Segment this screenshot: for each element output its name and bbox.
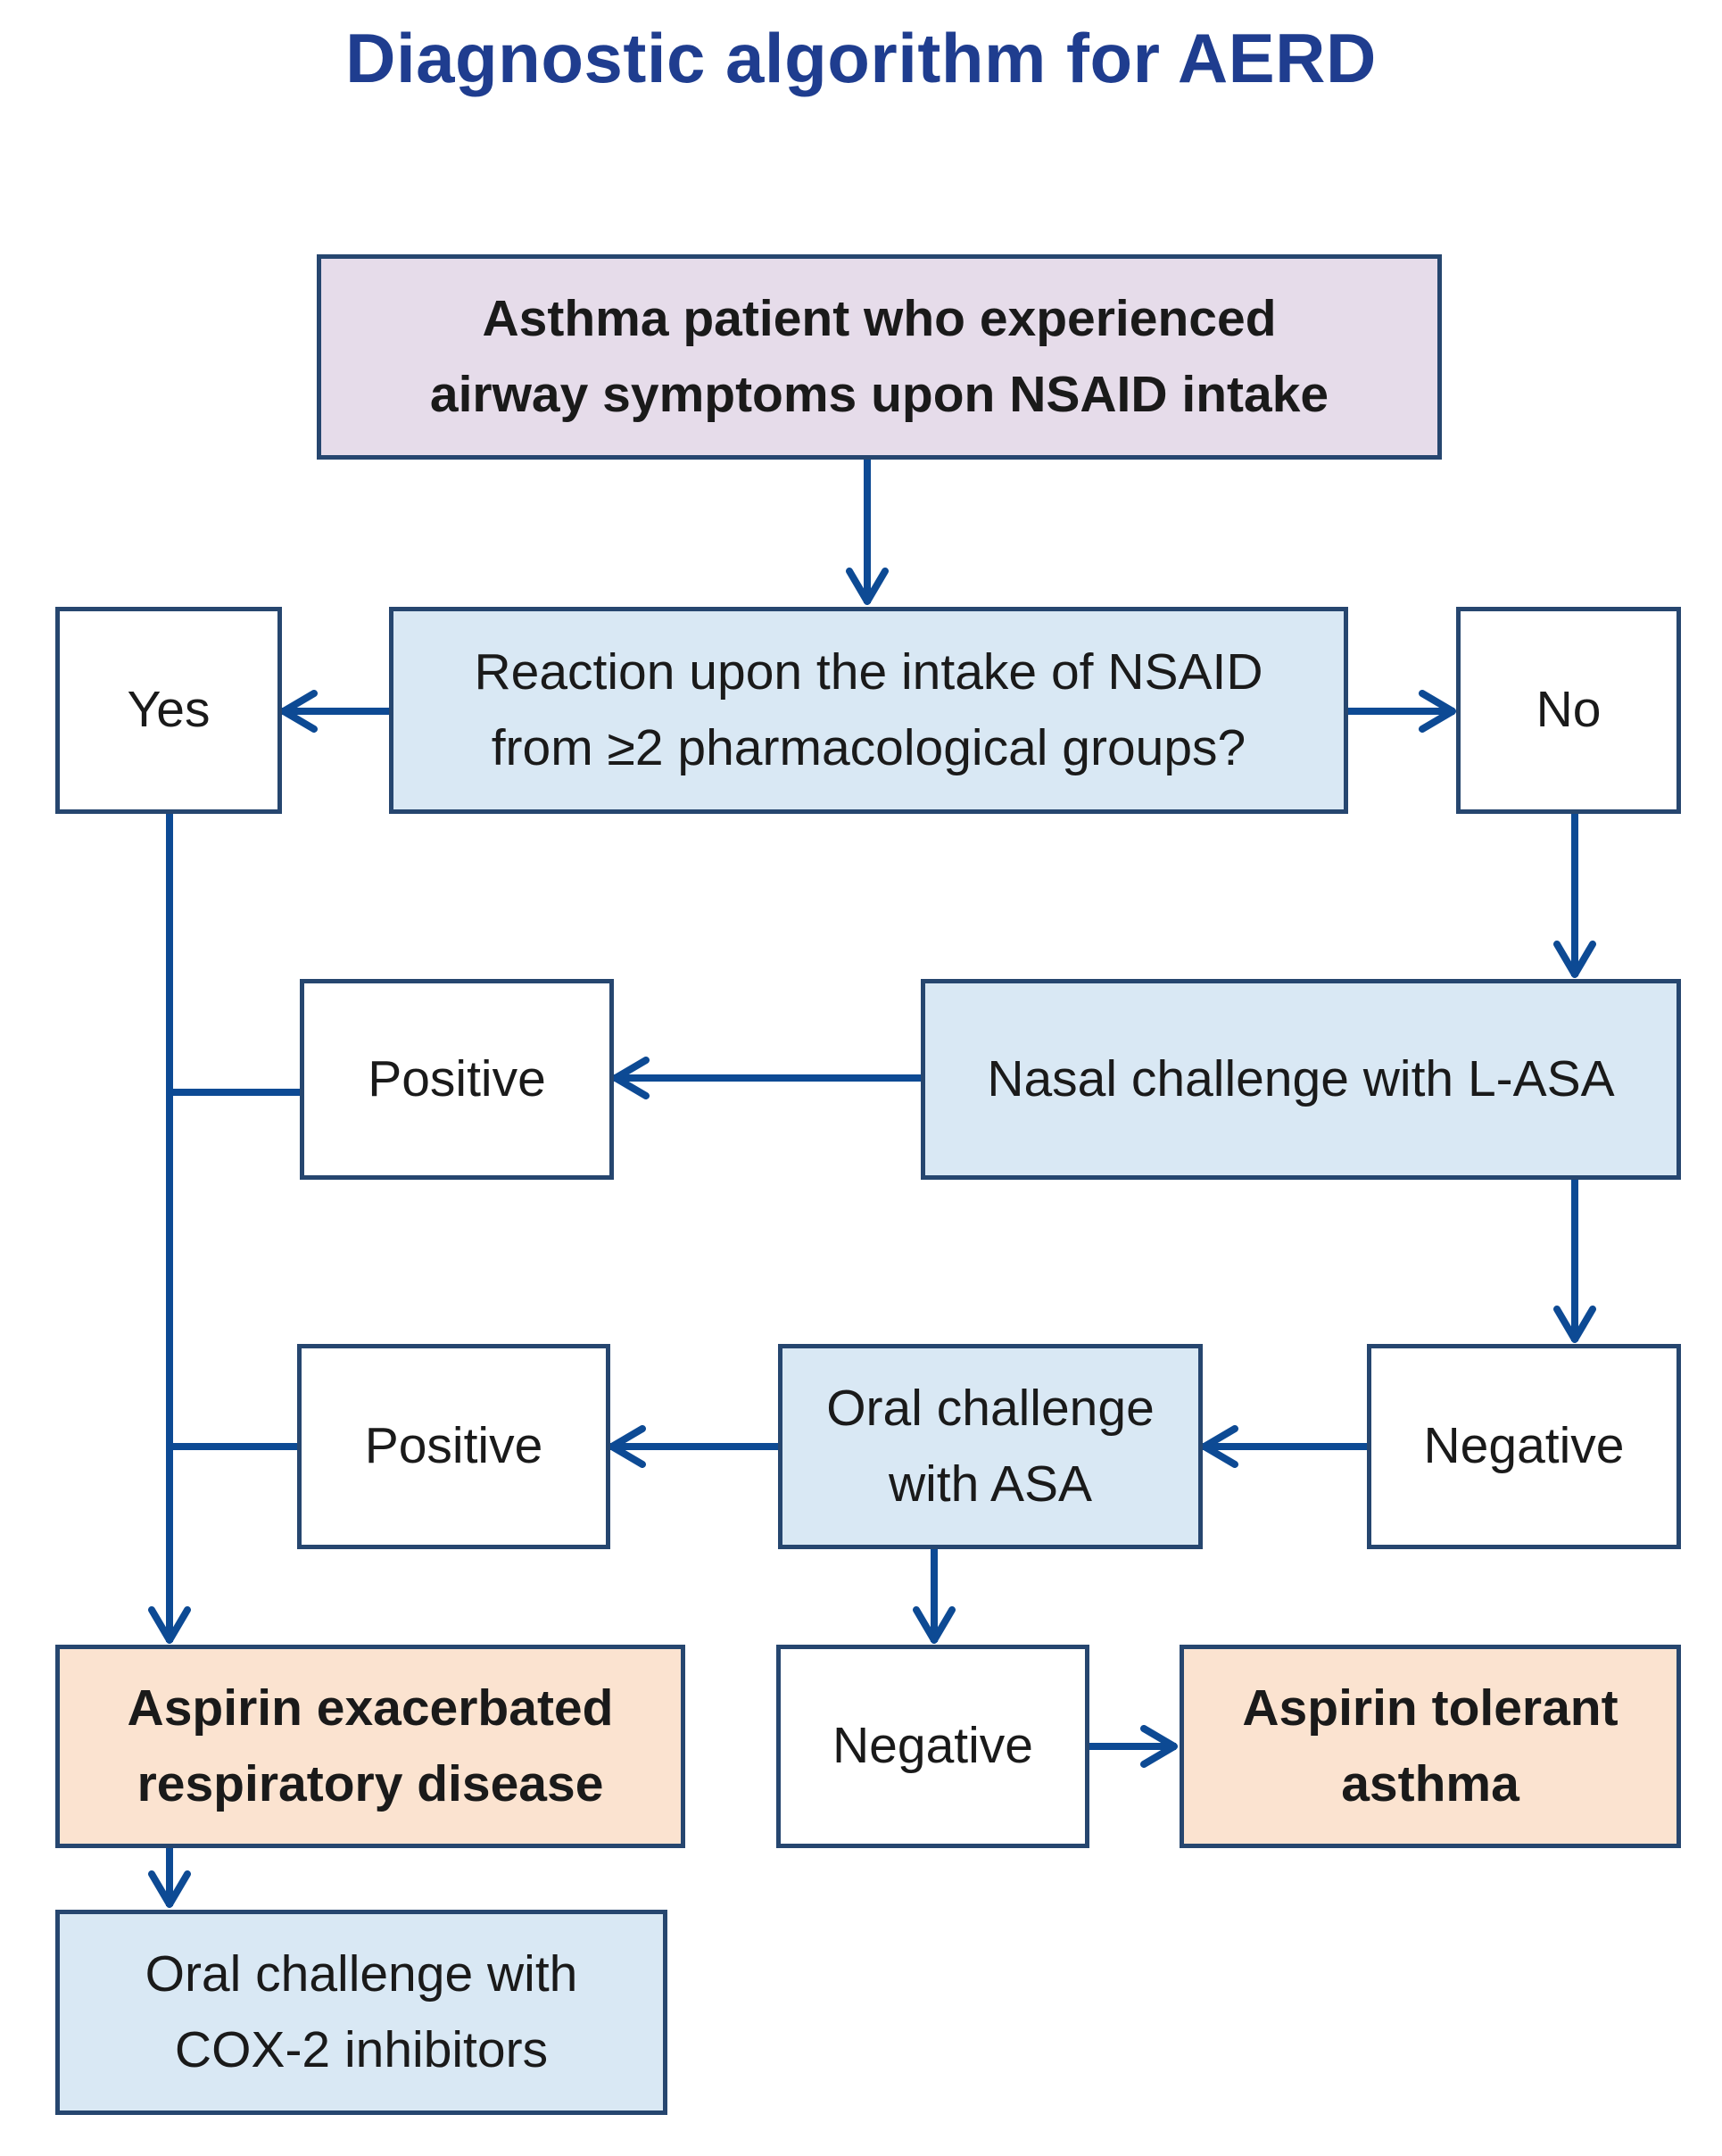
positive-nasal-node: Positive bbox=[300, 979, 614, 1180]
start-node: Asthma patient who experienced airway sy… bbox=[317, 254, 1442, 460]
positive-oral-node: Positive bbox=[297, 1344, 610, 1549]
question-node: Reaction upon the intake of NSAID from ≥… bbox=[389, 607, 1348, 814]
cox2-node: Oral challenge with COX-2 inhibitors bbox=[55, 1910, 667, 2115]
aerd-node: Aspirin exacerbated respiratory disease bbox=[55, 1645, 685, 1848]
no-node: No bbox=[1456, 607, 1681, 814]
tolerant-node: Aspirin tolerant asthma bbox=[1180, 1645, 1681, 1848]
oral-challenge-node: Oral challenge with ASA bbox=[778, 1344, 1203, 1549]
nasal-challenge-node: Nasal challenge with L-ASA bbox=[921, 979, 1681, 1180]
diagram-title: Diagnostic algorithm for AERD bbox=[345, 19, 1377, 97]
negative-nasal-node: Negative bbox=[1367, 1344, 1681, 1549]
negative-oral-node: Negative bbox=[776, 1645, 1089, 1848]
yes-node: Yes bbox=[55, 607, 282, 814]
